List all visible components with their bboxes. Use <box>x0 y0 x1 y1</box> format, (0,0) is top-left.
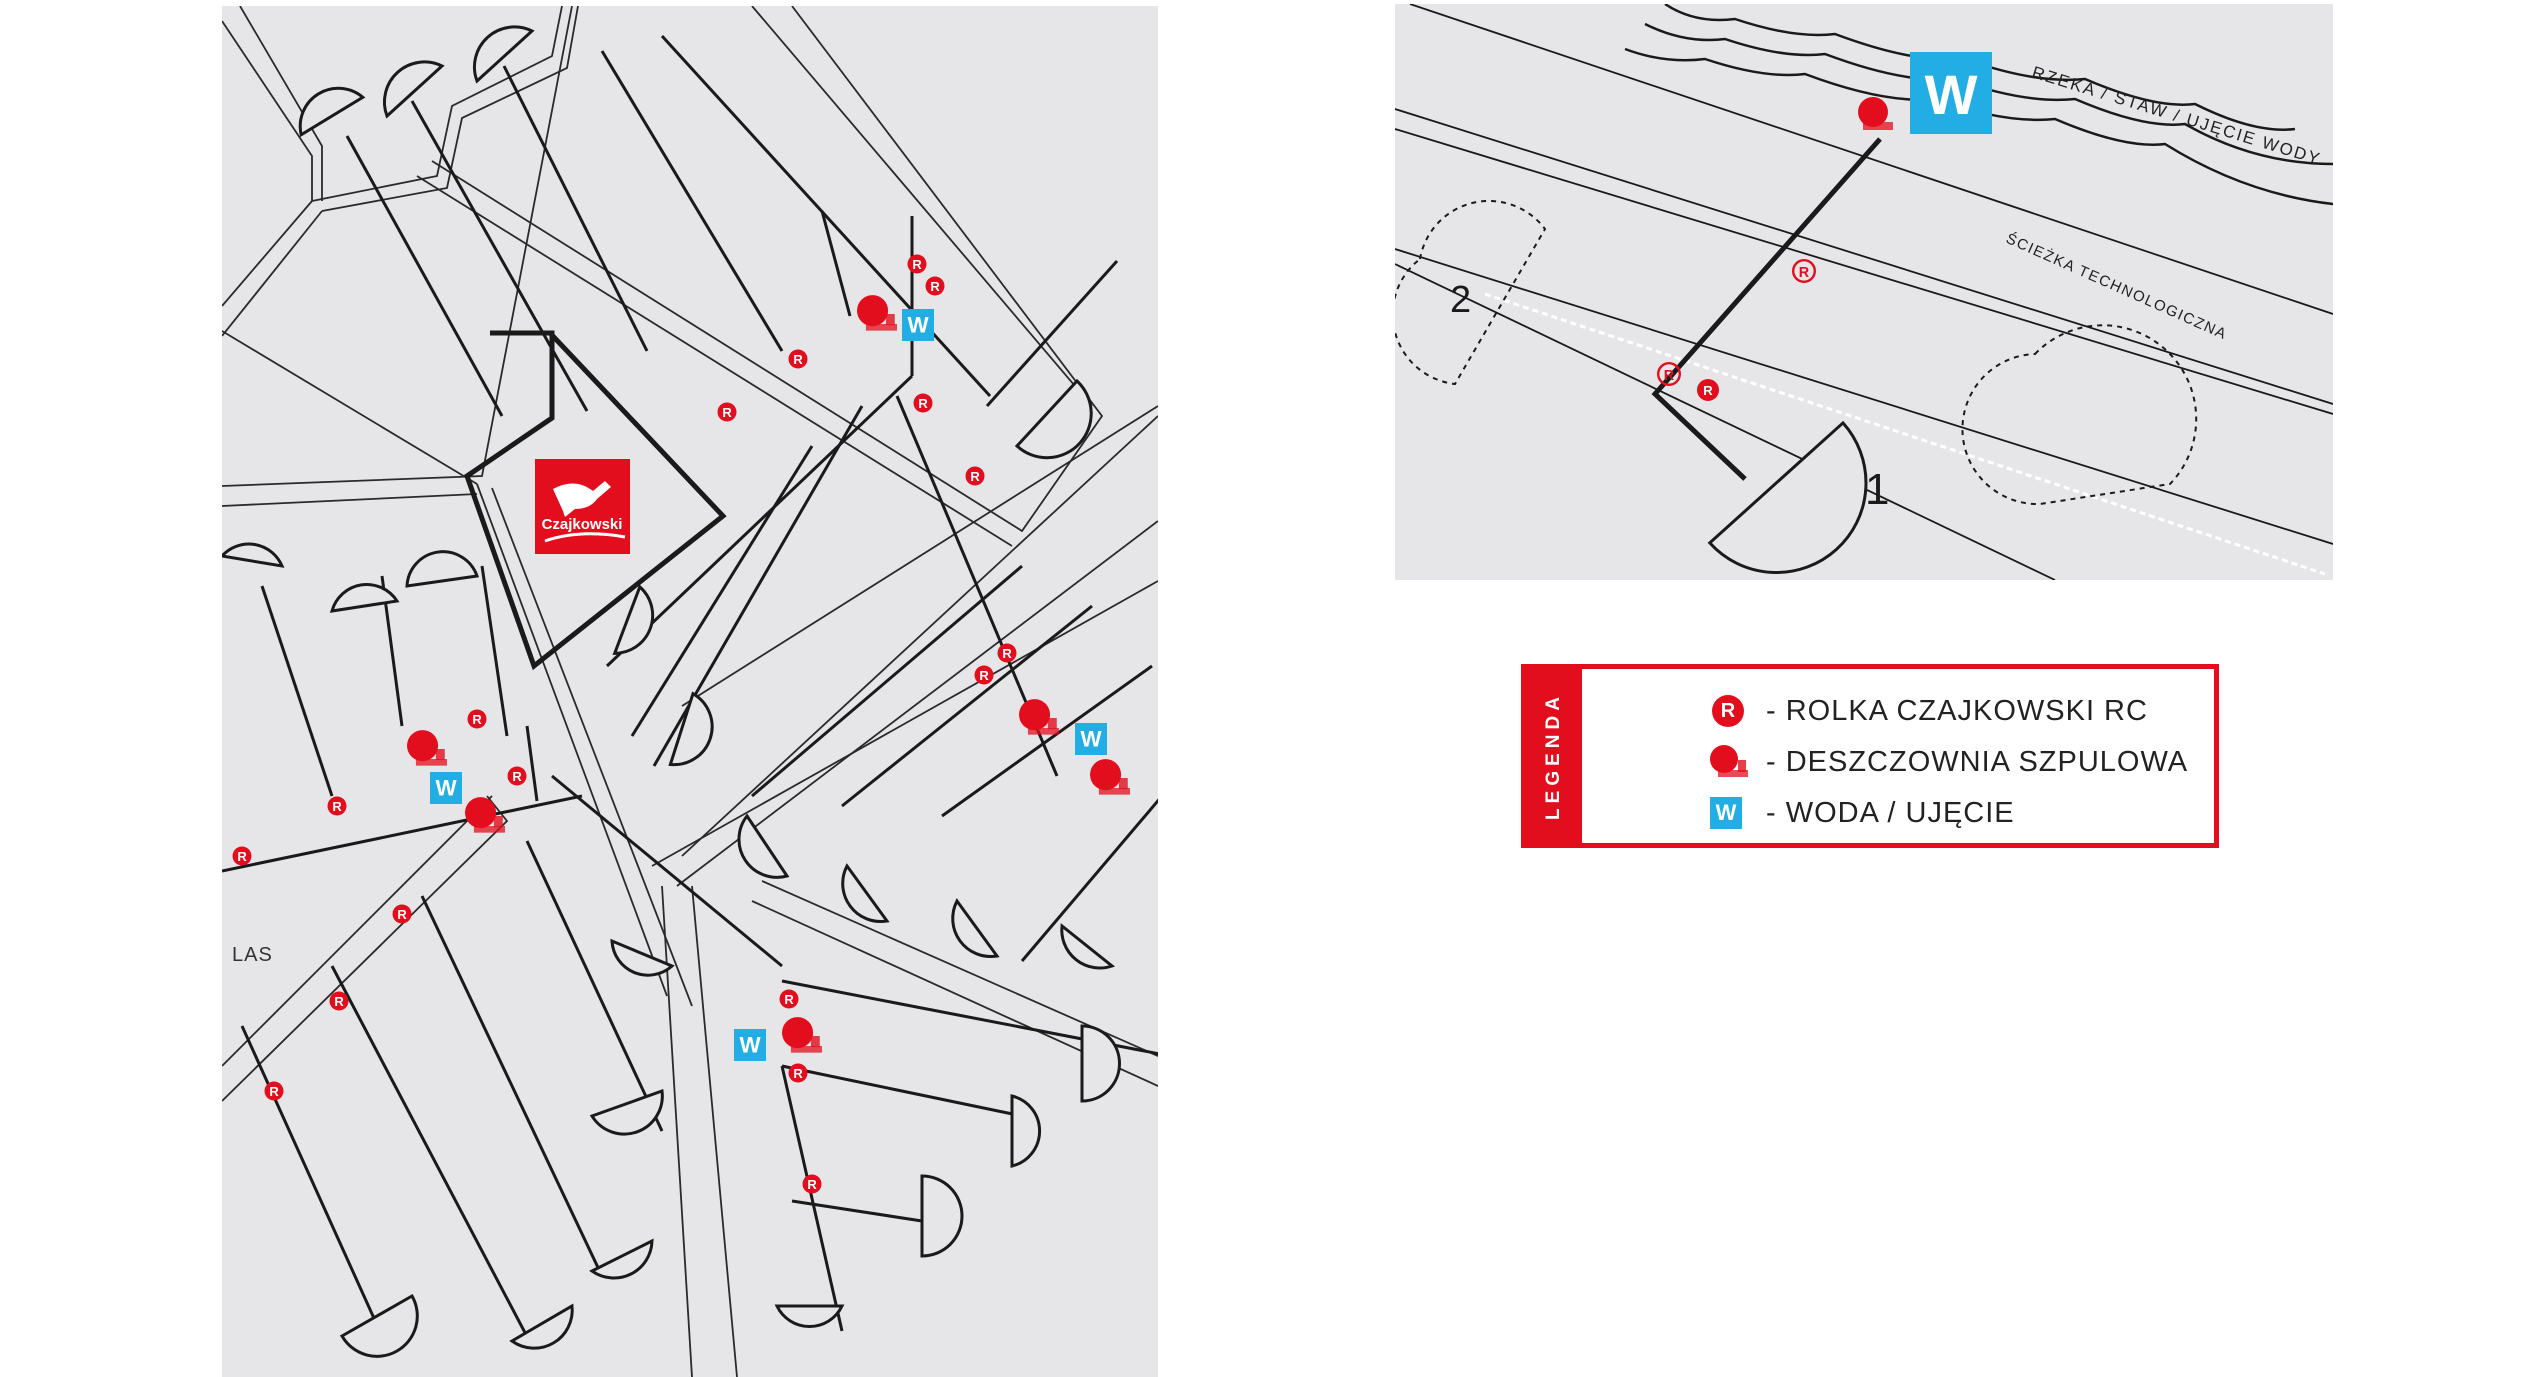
position-2-label: 2 <box>1450 279 1471 321</box>
svg-text:R: R <box>1703 383 1713 398</box>
legend-item-water: W - WODA / UJĘCIE <box>1706 793 2015 833</box>
legend-label: - DESZCZOWNIA SZPULOWA <box>1766 745 2189 778</box>
position-2-outline <box>1395 200 1547 386</box>
hose-line <box>1651 137 1882 481</box>
legend-item-roller: R - ROLKA CZAJKOWSKI RC <box>1706 691 2148 731</box>
river-label: RZEKA / STAW / UJĘCIE WODY <box>2030 63 2324 169</box>
reel-marker <box>1858 97 1893 130</box>
forest-label: LAS <box>232 944 273 966</box>
r-marker <box>1657 362 1681 386</box>
legend-label: - WODA / UJĘCIE <box>1766 796 2015 829</box>
w-marker: W <box>1910 52 1992 134</box>
main-field-map: R W <box>222 6 1158 1377</box>
r-marker-icon: R <box>1712 695 1744 727</box>
svg-text:W: W <box>1925 63 1978 126</box>
irrigation-lines <box>222 34 1158 1347</box>
w-marker-icon: W <box>1710 797 1742 829</box>
position-1-sprinkler <box>1707 420 1868 574</box>
w-markers <box>430 309 1107 1061</box>
position-3-outline <box>1961 324 2198 506</box>
czajkowski-logo: Czajkowski <box>535 459 630 554</box>
sprinkler-reel-icon <box>1706 742 1766 782</box>
main-map-svg: R W <box>222 6 1158 1377</box>
legend-band: LEGENDA <box>1526 669 1582 843</box>
detail-roads <box>1395 4 2333 580</box>
legend: LEGENDA R - ROLKA CZAJKOWSKI RC - DESZCZ… <box>1521 664 2219 848</box>
legend-title: LEGENDA <box>1543 692 1564 820</box>
logo-text: Czajkowski <box>542 516 623 533</box>
roads <box>222 6 1158 1377</box>
technological-path <box>1484 292 2326 576</box>
r-marker <box>1792 259 1816 283</box>
legend-label: - ROLKA CZAJKOWSKI RC <box>1766 694 2148 727</box>
detail-map-svg: R 1 2 R W RZEKA / STAW / UJĘCIE WODY ŚCI <box>1395 4 2333 580</box>
r-marker-filled: R <box>1697 379 1719 401</box>
detail-field-map: R 1 2 R W RZEKA / STAW / UJĘCIE WODY ŚCI <box>1395 4 2333 580</box>
field-boundary <box>464 330 727 671</box>
position-1-label: 1 <box>1865 465 1889 514</box>
sprinkler-ends <box>222 25 1121 1358</box>
reel-markers <box>407 295 1130 1053</box>
legend-item-reel: - DESZCZOWNIA SZPULOWA <box>1706 742 2188 782</box>
path-label: ŚCIEŻKA TECHNOLOGICZNA <box>2003 229 2230 343</box>
